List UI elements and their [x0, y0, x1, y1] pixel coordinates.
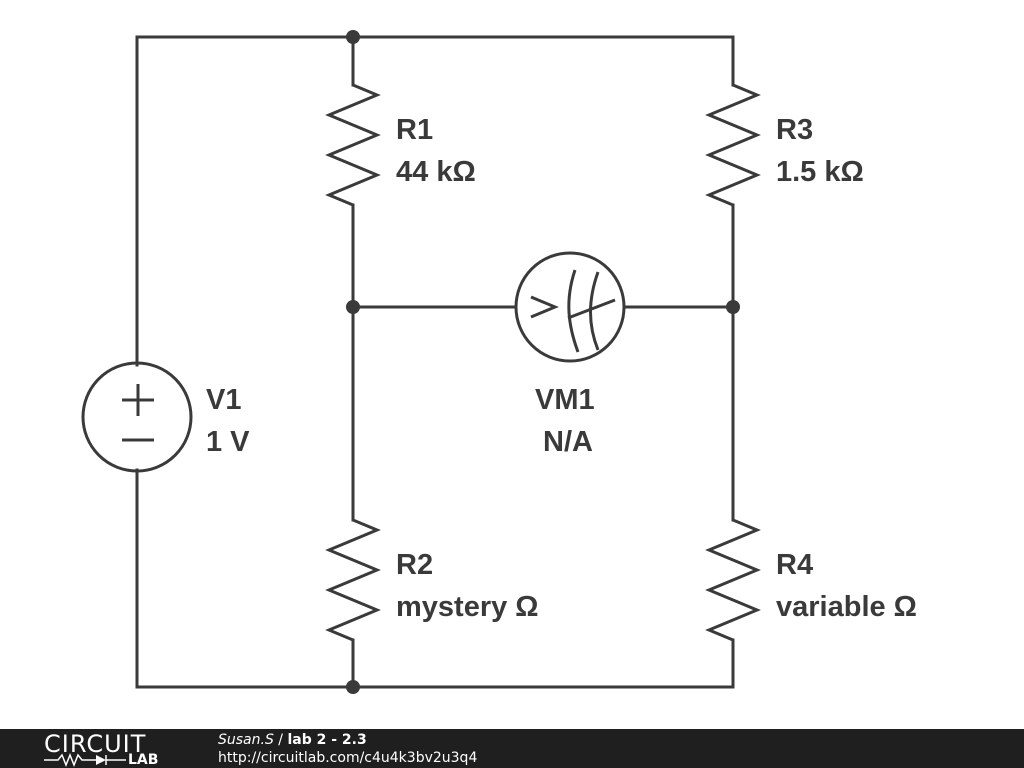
- voltmeter-cross-icon: [567, 298, 616, 320]
- resistor-r4[interactable]: R4 variable Ω: [705, 518, 917, 642]
- title-separator: /: [273, 732, 288, 748]
- resistor-r2[interactable]: R2 mystery Ω: [325, 518, 539, 642]
- resistor-r1[interactable]: R1 44 kΩ: [325, 83, 476, 207]
- r4-name: R4: [776, 549, 813, 581]
- resistor-r3-symbol[interactable]: [705, 83, 761, 207]
- resistor-r3[interactable]: R3 1.5 kΩ: [705, 83, 864, 207]
- voltmeter-needle-icon: [567, 269, 580, 353]
- resistor-r4-symbol[interactable]: [705, 518, 761, 642]
- voltage-source-v1[interactable]: V1 1 V: [81, 361, 250, 473]
- junction-left-mid[interactable]: [346, 300, 360, 314]
- logo-wordmark-top: CIRCUIT: [44, 730, 147, 758]
- junction-bottom[interactable]: [346, 680, 360, 694]
- circuit-schematic: R1 44 kΩ R3 1.5 kΩ R2 mystery Ω R4 varia…: [81, 30, 917, 694]
- r4-value: variable Ω: [776, 591, 917, 623]
- r3-name: R3: [776, 114, 813, 146]
- r3-value: 1.5 kΩ: [776, 156, 864, 188]
- r1-name: R1: [396, 114, 433, 146]
- v1-name: V1: [206, 384, 241, 416]
- vm1-name: VM1: [535, 384, 595, 416]
- voltmeter-vm1[interactable]: VM1 N/A: [514, 251, 626, 458]
- resistor-r1-symbol[interactable]: [325, 83, 381, 207]
- schematic-url[interactable]: http://circuitlab.com/c4u4k3bv2u3q4: [218, 750, 478, 766]
- junction-top[interactable]: [346, 30, 360, 44]
- r1-value: 44 kΩ: [396, 156, 476, 188]
- author-link[interactable]: Susan.S: [218, 732, 274, 748]
- circuitlab-logo[interactable]: CIRCUIT LAB: [44, 731, 184, 767]
- project-title[interactable]: lab 2 - 2.3: [287, 732, 367, 748]
- wire-top: [135, 35, 735, 367]
- footer-bar: CIRCUIT LAB Susan.S / lab 2 - 2.3 http:/…: [0, 729, 1024, 768]
- schematic-title: Susan.S / lab 2 - 2.3: [218, 732, 367, 748]
- junction-right-mid[interactable]: [726, 300, 740, 314]
- logo-wordmark-bottom: LAB: [128, 752, 159, 768]
- voltmeter-circle[interactable]: [514, 251, 626, 363]
- r2-value: mystery Ω: [396, 591, 539, 623]
- r2-name: R2: [396, 549, 433, 581]
- voltage-source-circle[interactable]: [81, 361, 193, 473]
- vm1-value: N/A: [543, 426, 593, 458]
- wire-bottom: [135, 468, 735, 689]
- v1-value: 1 V: [206, 426, 250, 458]
- resistor-r2-symbol[interactable]: [325, 518, 381, 642]
- voltmeter-scale-icon: [589, 271, 600, 351]
- voltmeter-v-icon: [530, 295, 559, 319]
- resistor-diode-logo-icon: [44, 753, 126, 767]
- wires: [135, 35, 735, 689]
